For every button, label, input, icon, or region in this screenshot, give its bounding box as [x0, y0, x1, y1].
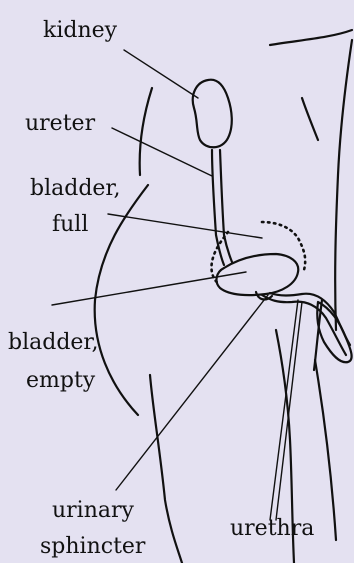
urethra-leader-line-a — [270, 300, 298, 520]
sphincter-label-line1: urinary — [52, 500, 134, 522]
bladder-full-label-line2: full — [52, 214, 88, 236]
leg-back-outline — [150, 375, 182, 563]
bladder-empty-leader-line — [52, 272, 246, 305]
torso-notch — [302, 98, 318, 140]
urethra-label: urethra — [230, 518, 314, 540]
ureter-label: ureter — [25, 113, 95, 135]
bladder-full-dotted-outline — [211, 222, 305, 284]
ureter-line-b — [220, 150, 232, 262]
kidney-shape — [193, 80, 232, 148]
urethra-leader-line-b — [276, 302, 302, 520]
sphincter-label-line2: sphincter — [40, 536, 145, 558]
torso-right-side — [335, 40, 352, 330]
bladder-full-leader-line — [108, 214, 262, 238]
bladder-empty-label-line1: bladder, — [8, 332, 99, 354]
kidney-leader-line — [124, 50, 198, 98]
knee-front-outline — [315, 360, 336, 540]
torso-right-outline — [270, 30, 352, 45]
bladder-empty-label-line2: empty — [26, 370, 95, 392]
bladder-full-label-line1: bladder, — [30, 178, 121, 200]
back-upper-curve — [140, 88, 152, 175]
kidney-label: kidney — [43, 20, 117, 42]
ureter-leader-line — [112, 128, 212, 176]
sphincter-leader-line — [116, 295, 268, 490]
urethra-line-a — [262, 295, 346, 355]
